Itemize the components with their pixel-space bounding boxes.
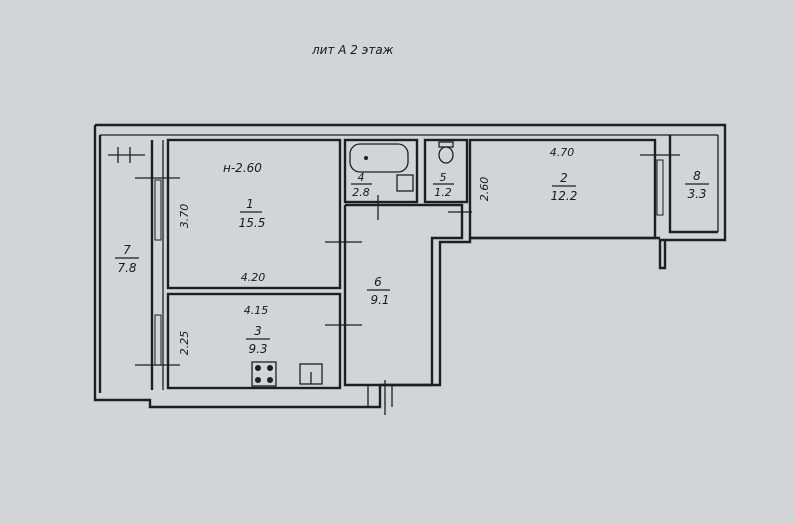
stove-icon	[251, 361, 277, 387]
room-area-5: 1.2	[434, 186, 452, 199]
room-number-6: 6	[374, 275, 382, 289]
room-number-8: 8	[693, 169, 701, 183]
room-area-7: 7.8	[117, 261, 136, 275]
room-area-1: 15.5	[239, 216, 266, 230]
room-number-7: 7	[123, 243, 131, 257]
room-labels: 1 15.5 2 12.2 3 9.3 4 2.8 5 1.2 6 9.1 7 …	[115, 169, 709, 356]
room-area-8: 3.3	[687, 187, 706, 201]
outer-walls	[93, 123, 727, 409]
room-area-6: 9.1	[370, 293, 389, 307]
room-number-5: 5	[440, 171, 447, 184]
bathtub-icon	[349, 143, 414, 192]
dimension-room1-height: 3.70	[178, 204, 191, 229]
room-area-4: 2.8	[352, 186, 370, 199]
ceiling-height-label: н-2.60	[223, 161, 262, 175]
interior-walls	[150, 135, 718, 407]
sink-icon	[299, 363, 323, 385]
windows	[108, 147, 664, 366]
room-area-2: 12.2	[551, 189, 578, 203]
room-area-3: 9.3	[248, 342, 267, 356]
dimension-room3-height: 2.25	[178, 331, 191, 356]
room-number-3: 3	[254, 324, 262, 338]
dimension-room2-height: 2.60	[478, 177, 491, 202]
dimension-labels: 3.70 4.20 4.15 2.25 4.70 2.60	[178, 146, 574, 355]
dimension-room2-width: 4.70	[550, 146, 575, 159]
dimension-room3-width: 4.15	[244, 304, 269, 317]
toilet-icon	[438, 141, 454, 164]
room-number-2: 2	[560, 171, 568, 185]
room-number-4: 4	[358, 171, 365, 184]
plan-title: лит А 2 этаж	[311, 43, 394, 57]
room-number-1: 1	[246, 197, 254, 211]
dimension-room1-width: 4.20	[241, 271, 266, 284]
door-markers	[135, 154, 680, 415]
